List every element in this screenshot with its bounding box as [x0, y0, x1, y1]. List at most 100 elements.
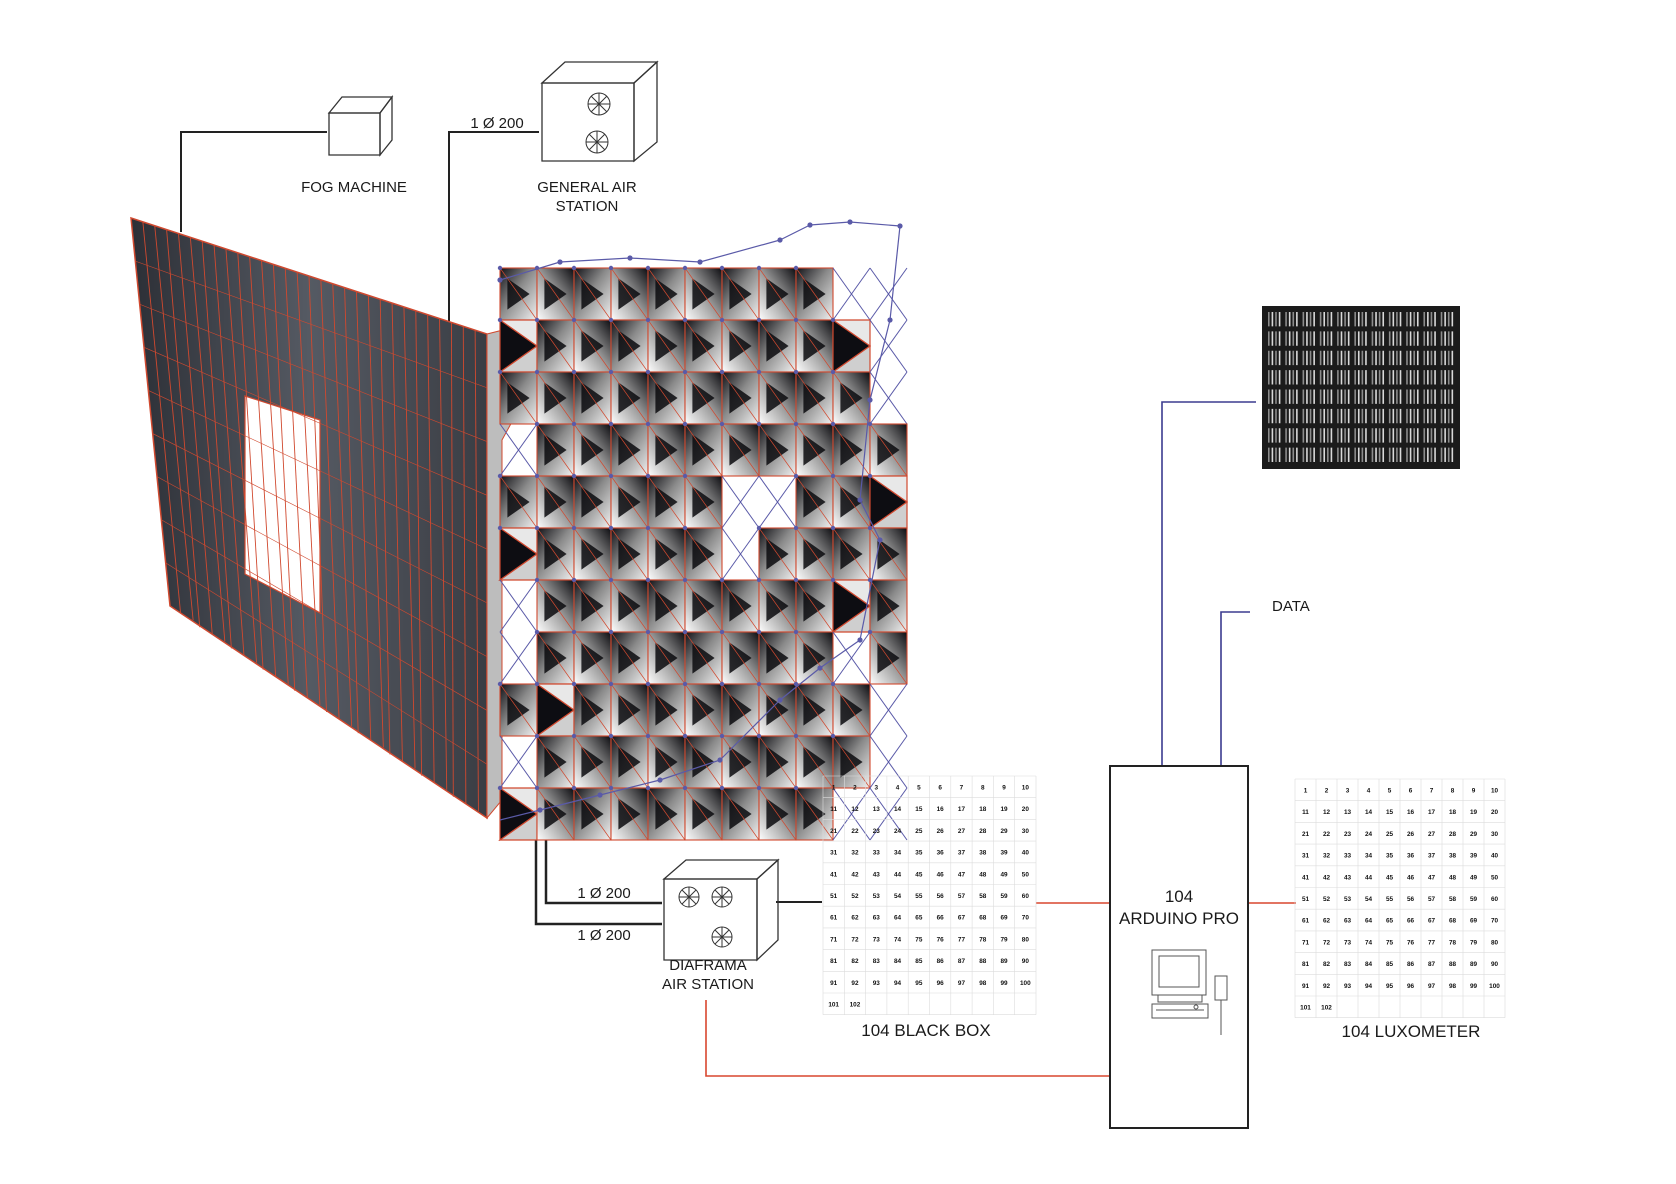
grid-number: 96 — [937, 980, 945, 987]
grid-number: 21 — [1302, 831, 1310, 838]
grid-number: 86 — [1407, 961, 1415, 968]
grid-number: 22 — [851, 828, 859, 835]
diaphragm-membrane — [497, 219, 907, 840]
grid-number: 84 — [1365, 961, 1373, 968]
grid-number: 54 — [894, 893, 902, 900]
grid-number: 36 — [1407, 853, 1415, 860]
grid-number: 79 — [1470, 939, 1478, 946]
grid-number: 11 — [1302, 809, 1309, 816]
diaframa-label: DIAFRAMA — [669, 957, 747, 974]
grid-number: 12 — [851, 806, 859, 813]
grid-number: 43 — [873, 871, 881, 878]
fan-icon — [712, 887, 732, 907]
grid-number: 34 — [1365, 853, 1373, 860]
grid-number: 81 — [1302, 961, 1310, 968]
grid-number: 14 — [1365, 809, 1373, 816]
grid-number: 48 — [979, 871, 987, 878]
grid-number: 73 — [873, 936, 881, 943]
grid-number: 42 — [851, 871, 859, 878]
fan-icon — [679, 887, 699, 907]
grid-number: 97 — [1428, 983, 1436, 990]
grid-number: 25 — [915, 828, 923, 835]
grid-number: 57 — [958, 893, 966, 900]
pipe-label-low: 1 Ø 200 — [577, 927, 630, 944]
grid-number: 20 — [1491, 809, 1499, 816]
grid-number: 93 — [1344, 983, 1352, 990]
grid-number: 52 — [851, 893, 859, 900]
grid-number: 80 — [1491, 939, 1499, 946]
grid-number: 69 — [1000, 915, 1008, 922]
grid-number: 13 — [873, 806, 881, 813]
grid-number: 7 — [960, 784, 964, 791]
grid-number: 71 — [830, 936, 838, 943]
grid-number: 23 — [1344, 831, 1352, 838]
grid-number: 93 — [873, 980, 881, 987]
grid-number: 37 — [1428, 853, 1436, 860]
grid-number: 8 — [1451, 787, 1455, 794]
grid-number: 68 — [979, 915, 987, 922]
grid-number: 38 — [1449, 853, 1457, 860]
grid-number: 1 — [832, 784, 836, 791]
grid-number: 40 — [1491, 853, 1499, 860]
grid-number: 76 — [1407, 939, 1415, 946]
grid-number: 77 — [1428, 939, 1436, 946]
grid-number: 72 — [851, 936, 859, 943]
grid-number: 35 — [915, 850, 923, 857]
grid-number: 95 — [915, 980, 923, 987]
grid-number: 86 — [937, 958, 945, 965]
grid-number: 98 — [1449, 983, 1457, 990]
grid-number: 85 — [915, 958, 923, 965]
grid-number: 17 — [958, 806, 966, 813]
data-label: DATA — [1272, 598, 1310, 615]
grid-number: 41 — [1302, 874, 1310, 881]
grid-number: 6 — [1409, 787, 1413, 794]
grid-number: 39 — [1470, 853, 1478, 860]
fan-icon — [588, 93, 610, 115]
grid-number: 3 — [874, 784, 878, 791]
grid-number: 56 — [937, 893, 945, 900]
grid-number: 63 — [873, 915, 881, 922]
grid-number: 12 — [1323, 809, 1331, 816]
pipe-label-top: 1 Ø 200 — [470, 115, 523, 132]
grid-number: 97 — [958, 980, 966, 987]
arduino-label-2: ARDUINO PRO — [1119, 909, 1239, 928]
grid-number: 65 — [915, 915, 923, 922]
grid-number: 26 — [937, 828, 945, 835]
grid-number: 18 — [979, 806, 987, 813]
grid-number: 46 — [937, 871, 945, 878]
grid-number: 66 — [937, 915, 945, 922]
grid-number: 79 — [1000, 936, 1008, 943]
grid-number: 16 — [937, 806, 945, 813]
grid-number: 33 — [1344, 853, 1352, 860]
grid-number: 7 — [1430, 787, 1434, 794]
grid-number: 41 — [830, 871, 838, 878]
grid-number: 73 — [1344, 939, 1352, 946]
arduino-label: 104 — [1165, 887, 1193, 906]
grid-number: 61 — [1302, 918, 1310, 925]
grid-number: 31 — [1302, 853, 1310, 860]
grid-number: 32 — [1323, 853, 1331, 860]
grid-number: 74 — [894, 936, 902, 943]
grid-number: 69 — [1470, 918, 1478, 925]
grid-number: 9 — [1002, 784, 1006, 791]
grid-number: 83 — [1344, 961, 1352, 968]
grid-number: 2 — [1325, 787, 1329, 794]
diaframa-pipe-2 — [536, 840, 662, 924]
luxometer-grid: 1234567891011121314151617181920212223242… — [1295, 779, 1505, 1018]
grid-number: 10 — [1022, 784, 1030, 791]
grid-number: 6 — [938, 784, 942, 791]
grid-number: 11 — [830, 806, 837, 813]
grid-number: 100 — [1489, 983, 1500, 990]
grid-number: 36 — [937, 850, 945, 857]
grid-number: 23 — [873, 828, 881, 835]
grid-number: 45 — [1386, 874, 1394, 881]
grid-number: 37 — [958, 850, 966, 857]
grid-number: 32 — [851, 850, 859, 857]
grid-number: 58 — [979, 893, 987, 900]
grid-number: 20 — [1022, 806, 1030, 813]
grid-number: 64 — [894, 915, 902, 922]
grid-number: 70 — [1022, 915, 1030, 922]
grid-number: 70 — [1491, 918, 1499, 925]
grid-number: 90 — [1491, 961, 1499, 968]
grid-number: 42 — [1323, 874, 1331, 881]
